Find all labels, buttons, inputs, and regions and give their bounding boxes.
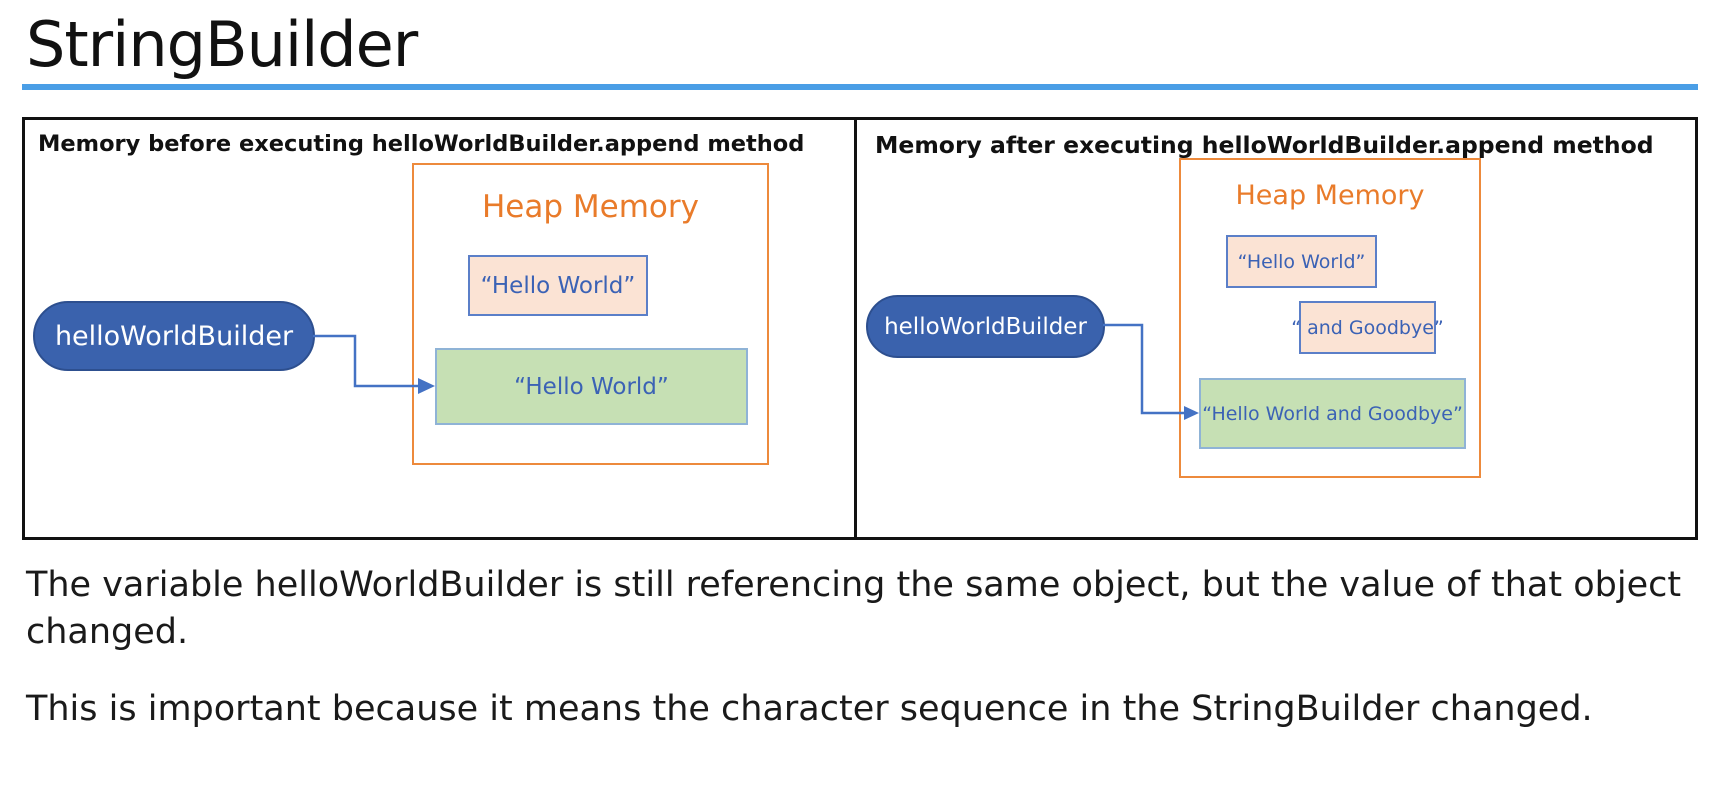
heap-memory-label-after: Heap Memory [1235, 180, 1425, 211]
heap-memory-label-before: Heap Memory [482, 189, 699, 225]
panel-after: Memory after executing helloWorldBuilder… [857, 120, 1695, 537]
variable-hello-world-builder-before: helloWorldBuilder [33, 301, 315, 371]
stringbuilder-object-before: “Hello World” [435, 348, 748, 425]
memory-diagram: Memory before executing helloWorldBuilde… [22, 117, 1698, 540]
heap-memory-before: Heap Memory [412, 163, 769, 465]
string-object-hello-world-after: “Hello World” [1226, 235, 1377, 288]
panel-after-heading: Memory after executing helloWorldBuilder… [875, 131, 1654, 159]
heap-memory-after: Heap Memory [1179, 158, 1481, 478]
caption-first: The variable helloWorldBuilder is still … [26, 565, 1682, 652]
variable-hello-world-builder-after: helloWorldBuilder [866, 295, 1105, 358]
string-object-hello-world-before: “Hello World” [468, 255, 648, 316]
title-underline [22, 84, 1698, 90]
string-object-and-goodbye-after: “ and Goodbye” [1291, 301, 1444, 354]
caption-second: This is important because it means the c… [26, 689, 1593, 729]
reference-arrow-before [313, 334, 435, 394]
stringbuilder-object-after: “Hello World and Goodbye” [1199, 378, 1466, 449]
page-title: StringBuilder [26, 8, 418, 81]
panel-before-heading: Memory before executing helloWorldBuilde… [38, 131, 805, 157]
panel-before: Memory before executing helloWorldBuilde… [25, 120, 857, 537]
reference-arrow-after [1103, 323, 1199, 420]
